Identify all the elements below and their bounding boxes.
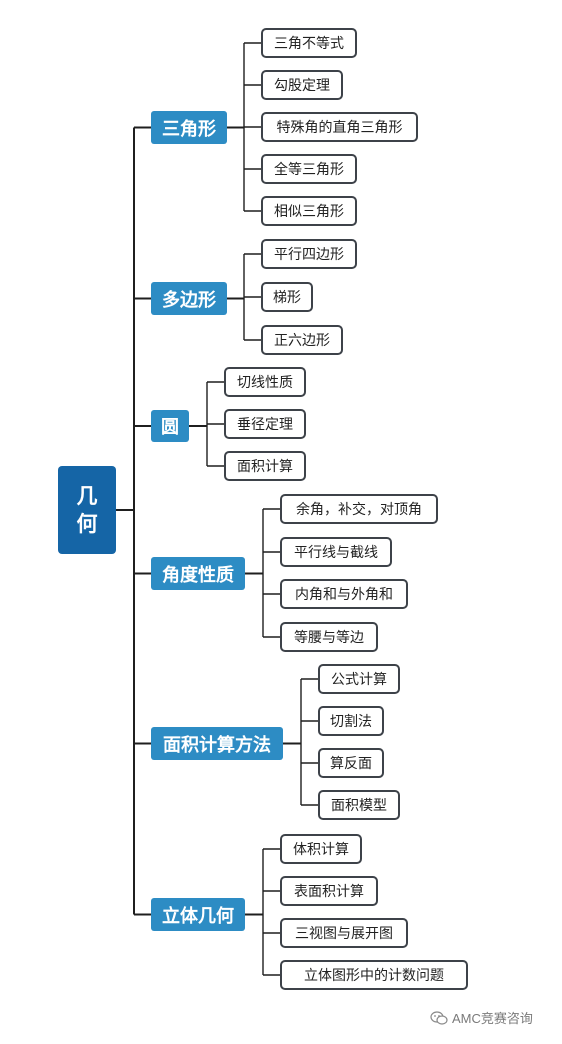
branch-solid-geometry: 立体几何 — [151, 898, 245, 931]
branch-angle-properties: 角度性质 — [151, 557, 245, 590]
root-label-line1: 几 — [76, 484, 98, 508]
leaf-perpendicular-diameter-theorem: 垂径定理 — [224, 409, 306, 439]
branch-area-methods: 面积计算方法 — [151, 727, 283, 760]
leaf-complementary-supplementary-vertical: 余角，补交，对顶角 — [280, 494, 438, 524]
watermark-text: AMC竞赛咨询 — [452, 1011, 533, 1026]
leaf-tangent-properties: 切线性质 — [224, 367, 306, 397]
leaf-area-model: 面积模型 — [318, 790, 400, 820]
leaf-congruent-triangles: 全等三角形 — [261, 154, 357, 184]
leaf-pythagorean-theorem: 勾股定理 — [261, 70, 343, 100]
leaf-complement-method: 算反面 — [318, 748, 384, 778]
leaf-trapezoid: 梯形 — [261, 282, 313, 312]
leaf-circle-area-calc: 面积计算 — [224, 451, 306, 481]
leaf-formula-calc: 公式计算 — [318, 664, 400, 694]
leaf-similar-triangles: 相似三角形 — [261, 196, 357, 226]
leaf-volume-calc: 体积计算 — [280, 834, 362, 864]
branch-triangle: 三角形 — [151, 111, 227, 144]
leaf-counting-in-solids: 立体图形中的计数问题 — [280, 960, 468, 990]
watermark: AMC竞赛咨询 — [430, 1008, 533, 1027]
branch-polygon: 多边形 — [151, 282, 227, 315]
leaf-regular-hexagon: 正六边形 — [261, 325, 343, 355]
leaf-special-right-triangles: 特殊角的直角三角形 — [261, 112, 418, 142]
leaf-parallelogram: 平行四边形 — [261, 239, 357, 269]
leaf-triangle-inequality: 三角不等式 — [261, 28, 357, 58]
leaf-isosceles-equilateral: 等腰与等边 — [280, 622, 378, 652]
leaf-parallel-lines-transversal: 平行线与截线 — [280, 537, 392, 567]
leaf-three-views-nets: 三视图与展开图 — [280, 918, 408, 948]
root-node: 几 何 — [58, 466, 116, 554]
leaf-surface-area-calc: 表面积计算 — [280, 876, 378, 906]
leaf-interior-exterior-angle-sum: 内角和与外角和 — [280, 579, 408, 609]
wechat-icon — [430, 1010, 448, 1025]
leaf-cut-method: 切割法 — [318, 706, 384, 736]
branch-circle: 圆 — [151, 410, 189, 442]
root-label-line2: 何 — [76, 512, 98, 536]
